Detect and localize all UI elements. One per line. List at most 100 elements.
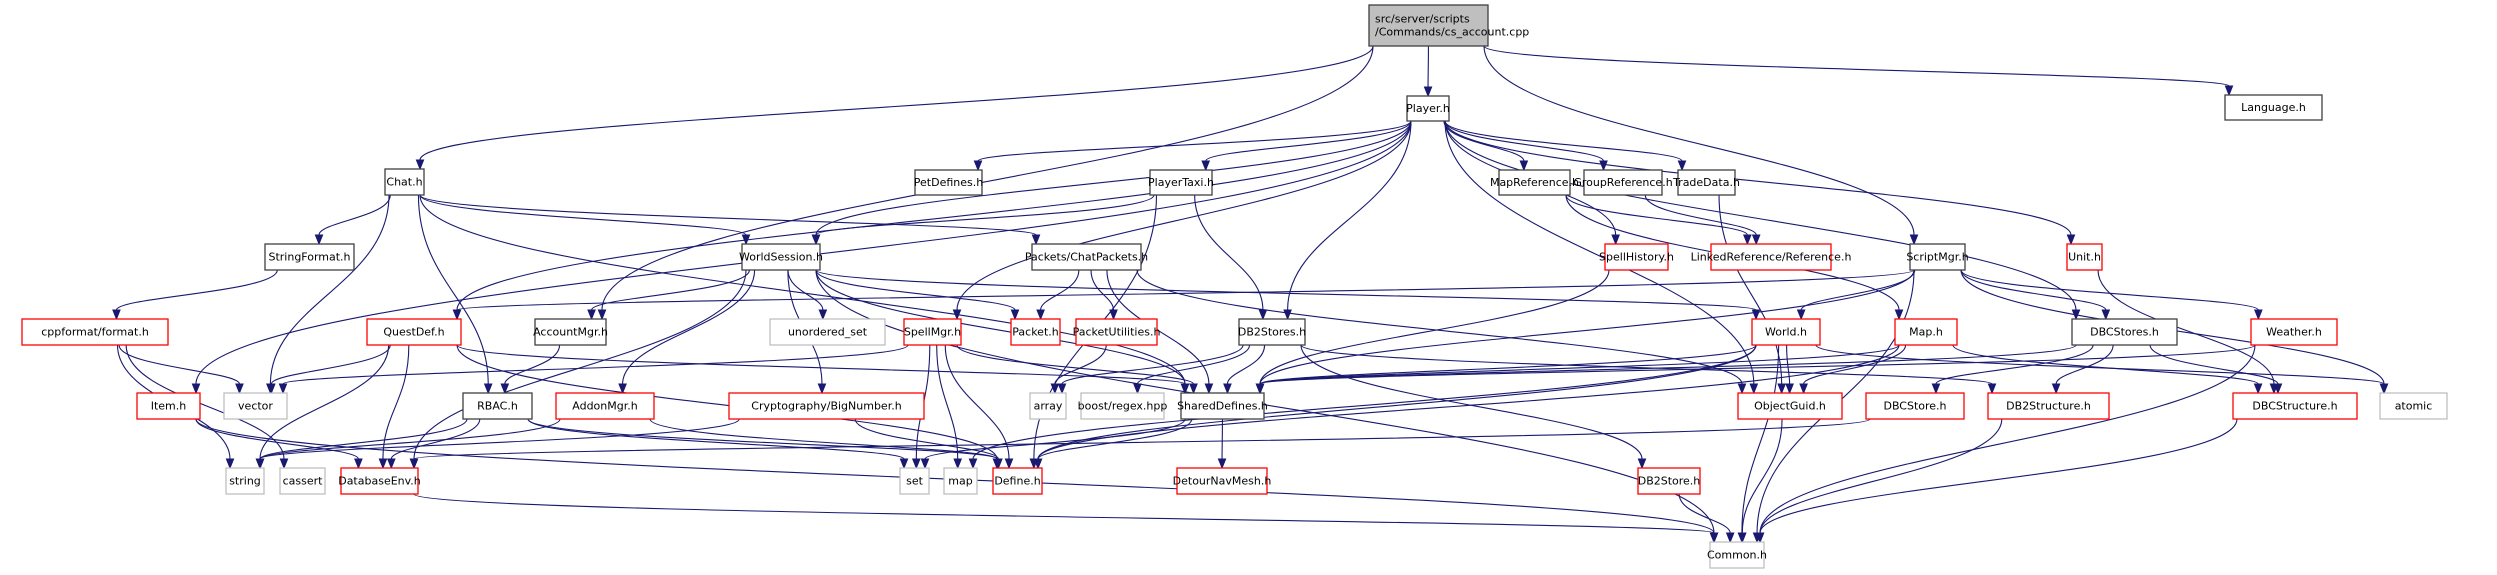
arrowhead-icon [1423, 86, 1433, 98]
edge-db2stores-to-array [1061, 344, 1244, 385]
edge-tradedata-to-objectguid [1718, 194, 1783, 385]
edge-player-to-dbcstores [1444, 120, 2077, 311]
node-label: RBAC.h [477, 400, 518, 413]
node-box [264, 243, 355, 271]
arrowhead-icon [1109, 309, 1118, 321]
edge-bignumber-to-string [259, 418, 740, 460]
node-tradedata[interactable]: TradeData.h [1672, 169, 1740, 196]
node-world[interactable]: World.h [1751, 318, 1821, 346]
edge-playertaxi-to-worldsession [815, 194, 1155, 236]
node-define[interactable]: Define.h [992, 467, 1043, 495]
arrowhead-icon [1201, 160, 1211, 172]
arrowhead-icon [1743, 234, 1752, 246]
node-worldsession[interactable]: WorldSession.h [739, 243, 823, 271]
node-cs_account: src/server/scripts/Commands/cs_account.c… [1368, 4, 1529, 47]
arrowhead-icon [911, 458, 921, 470]
node-databaseenv[interactable]: DatabaseEnv.h [338, 467, 421, 495]
node-language[interactable]: Language.h [2224, 94, 2323, 121]
node-shareddefines[interactable]: SharedDefines.h [1177, 392, 1268, 420]
node-packet[interactable]: Packet.h [1010, 318, 1061, 346]
edge-cs_account-to-chat [419, 45, 1374, 161]
node-box [1075, 318, 1158, 346]
edge-db2stores-to-db2structure [1300, 344, 1993, 385]
node-weather[interactable]: Weather.h [2250, 318, 2338, 346]
node-label: Language.h [2241, 101, 2306, 114]
node-box [1987, 392, 2110, 420]
node-reference[interactable]: LinkedReference/Reference.h [1691, 243, 1852, 271]
node-box [1180, 392, 1265, 420]
node-db2structure[interactable]: DB2Structure.h [1987, 392, 2110, 420]
edge-map_h-to-shareddefines [1259, 344, 1900, 385]
node-item[interactable]: Item.h [136, 392, 201, 420]
arrowhead-icon [1255, 383, 1265, 395]
node-groupreference[interactable]: GroupReference.h [1573, 169, 1673, 196]
edge-worldsession-to-shareddefines [815, 269, 1186, 385]
node-packetutilities[interactable]: PacketUtilities.h [1073, 318, 1161, 346]
node-petdefines[interactable]: PetDefines.h [914, 169, 983, 196]
arrowhead-icon [378, 458, 388, 470]
node-map_h[interactable]: Map.h [1894, 318, 1958, 346]
node-box [2250, 318, 2338, 346]
node-box [1865, 392, 1965, 420]
node-label: SpellHistory.h [1599, 251, 1674, 264]
node-label: Player.h [1406, 102, 1450, 115]
arrowhead-icon [500, 383, 510, 395]
arrowhead-icon [1217, 458, 1227, 470]
node-label: AccountMgr.h [533, 326, 608, 339]
node-questdef[interactable]: QuestDef.h [366, 318, 462, 346]
node-unit[interactable]: Unit.h [2066, 243, 2103, 271]
edge-worldsession-to-addonmgr [622, 269, 756, 385]
node-set: set [899, 467, 930, 495]
arrowhead-icon [2379, 383, 2389, 395]
node-player[interactable]: Player.h [1406, 95, 1450, 122]
node-detournavmesh[interactable]: DetourNavMesh.h [1173, 467, 1272, 495]
node-label: WorldSession.h [739, 251, 823, 264]
node-format[interactable]: cppformat/format.h [21, 318, 169, 346]
edge-scriptmgr-to-dbcstores [1960, 269, 2107, 311]
node-dbcstore[interactable]: DBCStore.h [1865, 392, 1965, 420]
node-label: Packets/ChatPackets.h [1025, 251, 1148, 264]
node-box [21, 318, 169, 346]
node-box [899, 467, 930, 495]
node-chat[interactable]: Chat.h [384, 168, 425, 196]
edge-addonmgr-to-define [649, 418, 998, 460]
node-box [943, 467, 978, 495]
node-label: PacketUtilities.h [1073, 326, 1161, 339]
node-label: Cryptography/BigNumber.h [751, 400, 901, 413]
node-rbac[interactable]: RBAC.h [462, 392, 533, 420]
edge-worldsession-to-accountmgr [591, 269, 750, 311]
node-chatpackets[interactable]: Packets/ChatPackets.h [1025, 243, 1148, 271]
node-mapreference[interactable]: MapReference.h [1490, 169, 1579, 196]
node-box [2232, 392, 2358, 420]
edge-db2store-to-common [1678, 493, 1731, 534]
node-bignumber[interactable]: Cryptography/BigNumber.h [728, 392, 925, 420]
edge-rbac-to-string [259, 418, 468, 460]
node-objectguid[interactable]: ObjectGuid.h [1737, 392, 1843, 420]
node-accountmgr[interactable]: AccountMgr.h [533, 318, 608, 346]
node-addonmgr[interactable]: AddonMgr.h [555, 392, 655, 420]
node-box [1583, 169, 1663, 196]
arrowhead-icon [1931, 383, 1941, 395]
node-scriptmgr[interactable]: ScriptMgr.h [1906, 243, 1969, 271]
node-label: StringFormat.h [268, 251, 350, 264]
node-db2store[interactable]: DB2Store.h [1637, 467, 1701, 495]
arrowhead-icon [2254, 309, 2263, 321]
node-dbcstructure[interactable]: DBCStructure.h [2232, 392, 2358, 420]
node-box [1604, 243, 1669, 271]
edge-databaseenv-to-common [413, 493, 1715, 534]
node-db2stores[interactable]: DB2Stores.h [1238, 318, 1306, 346]
arrowhead-icon [235, 383, 244, 395]
edge-chat-to-chatpackets [419, 194, 1037, 236]
node-playertaxi[interactable]: PlayerTaxi.h [1148, 169, 1214, 196]
node-spellmgr[interactable]: SpellMgr.h [903, 318, 962, 346]
node-stringformat[interactable]: StringFormat.h [264, 243, 355, 271]
node-dbcstores[interactable]: DBCStores.h [2071, 318, 2178, 346]
node-array: array [1029, 392, 1067, 420]
node-label: DBCStores.h [2090, 326, 2159, 339]
node-label: LinkedReference/Reference.h [1691, 251, 1852, 264]
arrowhead-icon [2224, 85, 2234, 97]
node-box [1149, 169, 1213, 196]
node-box [223, 392, 288, 420]
node-spellhistory[interactable]: SpellHistory.h [1599, 243, 1674, 271]
node-box [728, 392, 925, 420]
